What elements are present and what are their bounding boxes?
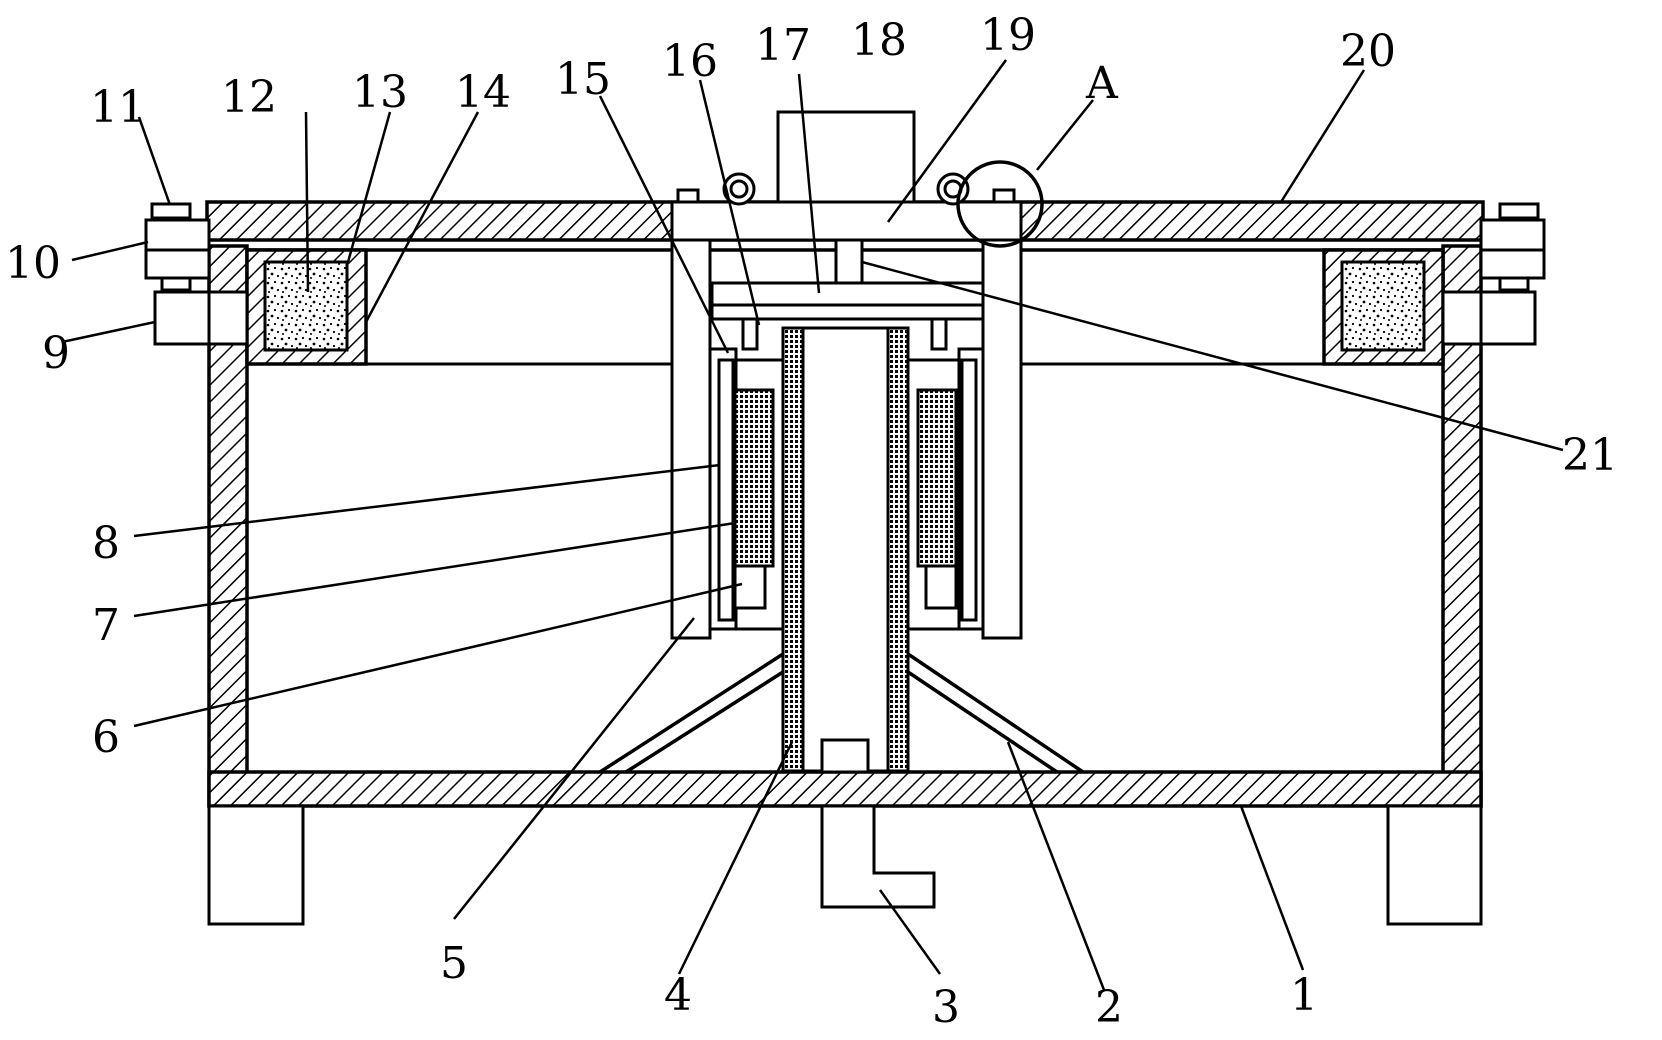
label-7: 7 (92, 600, 120, 651)
label-13: 13 (352, 67, 408, 118)
label-4: 4 (664, 970, 692, 1021)
label-9: 9 (42, 328, 70, 379)
label-17: 17 (755, 20, 811, 71)
left-cartridge (733, 388, 775, 568)
left-block (733, 564, 767, 610)
label-11: 11 (90, 82, 146, 133)
label-14: 14 (455, 67, 511, 118)
label-3: 3 (932, 982, 960, 1033)
right-block (924, 564, 958, 610)
right-filter-box (1015, 248, 1445, 366)
label-16: 16 (662, 36, 718, 87)
left-filter-element (263, 260, 349, 352)
right-strut (907, 652, 1084, 774)
right-pin (930, 317, 948, 351)
left-clamp (144, 202, 249, 346)
left-leg (207, 804, 305, 926)
central-tube-left-wall (781, 326, 805, 773)
left-filter-box (245, 248, 672, 366)
connector-block (834, 238, 864, 285)
motor-box (776, 110, 916, 204)
label-18: 18 (851, 15, 907, 66)
label-19: 19 (980, 10, 1036, 61)
label-10: 10 (5, 238, 61, 289)
label-12: 12 (221, 72, 277, 123)
right-roller (936, 172, 1016, 206)
detail-circle-a (956, 160, 1044, 248)
label-1: 1 (1290, 970, 1318, 1021)
leader-lines (61, 59, 1564, 991)
left-strut (599, 652, 784, 774)
left-frame (670, 238, 712, 640)
label-6: 6 (92, 712, 120, 763)
tube-insert (820, 738, 870, 774)
label-8: 8 (92, 518, 120, 569)
label-20: 20 (1340, 26, 1396, 77)
right-cartridge (916, 388, 958, 568)
left-pin (741, 317, 759, 351)
label-2: 2 (1095, 982, 1123, 1033)
label-21: 21 (1562, 430, 1618, 481)
right-filter-element (1340, 260, 1426, 352)
central-tube-right-wall (886, 326, 910, 773)
label-5: 5 (440, 938, 468, 989)
left-roller (676, 172, 756, 206)
right-leg (1386, 804, 1483, 926)
outlet-pipe (820, 804, 936, 909)
label-15: 15 (555, 54, 611, 105)
right-clamp (1441, 202, 1546, 346)
label-a: A (1085, 58, 1119, 109)
